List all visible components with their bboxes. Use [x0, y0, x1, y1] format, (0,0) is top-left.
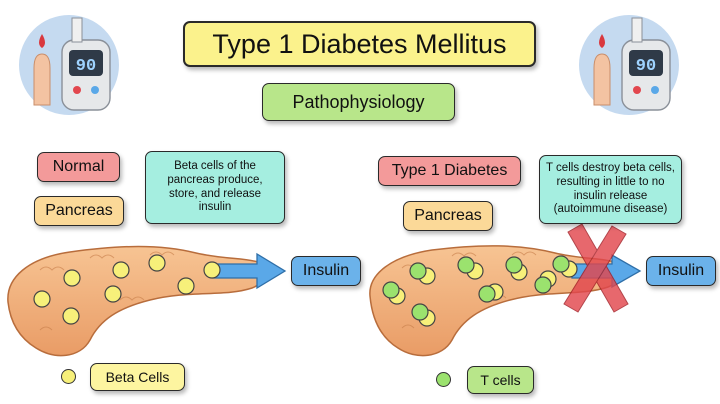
glucometer-reading: 90: [76, 57, 96, 76]
t-cell: [478, 285, 496, 303]
insulin-label-diabetes: Insulin: [646, 256, 716, 286]
finger-icon: [593, 53, 611, 106]
diabetes-description: T cells destroy beta cells, resulting in…: [539, 155, 682, 224]
beta-cell: [33, 290, 51, 308]
page-subtitle: Pathophysiology: [262, 83, 455, 121]
t-cell: [552, 255, 570, 273]
t-cell-legend-swatch: [436, 372, 451, 387]
blood-drop-icon: [39, 34, 45, 48]
beta-cell: [63, 269, 81, 287]
glucometer-reading: 90: [636, 57, 656, 76]
cross-icon: [563, 223, 629, 313]
beta-cells-legend: Beta Cells: [90, 363, 185, 391]
t-cells-legend: T cells: [467, 366, 534, 394]
glucometer-icon: 90: [19, 15, 119, 115]
t-cell: [505, 256, 523, 274]
beta-cell-legend-swatch: [61, 369, 76, 384]
normal-description: Beta cells of the pancreas produce, stor…: [145, 151, 285, 224]
beta-cell: [62, 307, 80, 325]
beta-cell: [148, 254, 166, 272]
beta-cell: [203, 261, 221, 279]
pancreas-label-normal: Pancreas: [34, 196, 124, 226]
insulin-arrow-normal: [212, 252, 287, 290]
page-title: Type 1 Diabetes Mellitus: [183, 21, 536, 67]
finger-icon: [33, 53, 51, 106]
normal-label: Normal: [37, 152, 120, 182]
type1-diabetes-label: Type 1 Diabetes: [378, 156, 521, 186]
beta-cell: [104, 285, 122, 303]
beta-cell: [177, 277, 195, 295]
glucometer-icon: 90: [579, 15, 679, 115]
t-cell: [534, 276, 552, 294]
t-cell: [411, 303, 429, 321]
beta-cells-normal: [33, 254, 221, 325]
insulin-label-normal: Insulin: [291, 256, 361, 286]
pancreas-label-diabetes: Pancreas: [403, 201, 493, 231]
blood-drop-icon: [599, 34, 605, 48]
t-cell: [409, 262, 427, 280]
beta-cell: [112, 261, 130, 279]
cells-diabetes: [382, 255, 578, 327]
t-cell: [457, 256, 475, 274]
t-cell: [382, 281, 400, 299]
